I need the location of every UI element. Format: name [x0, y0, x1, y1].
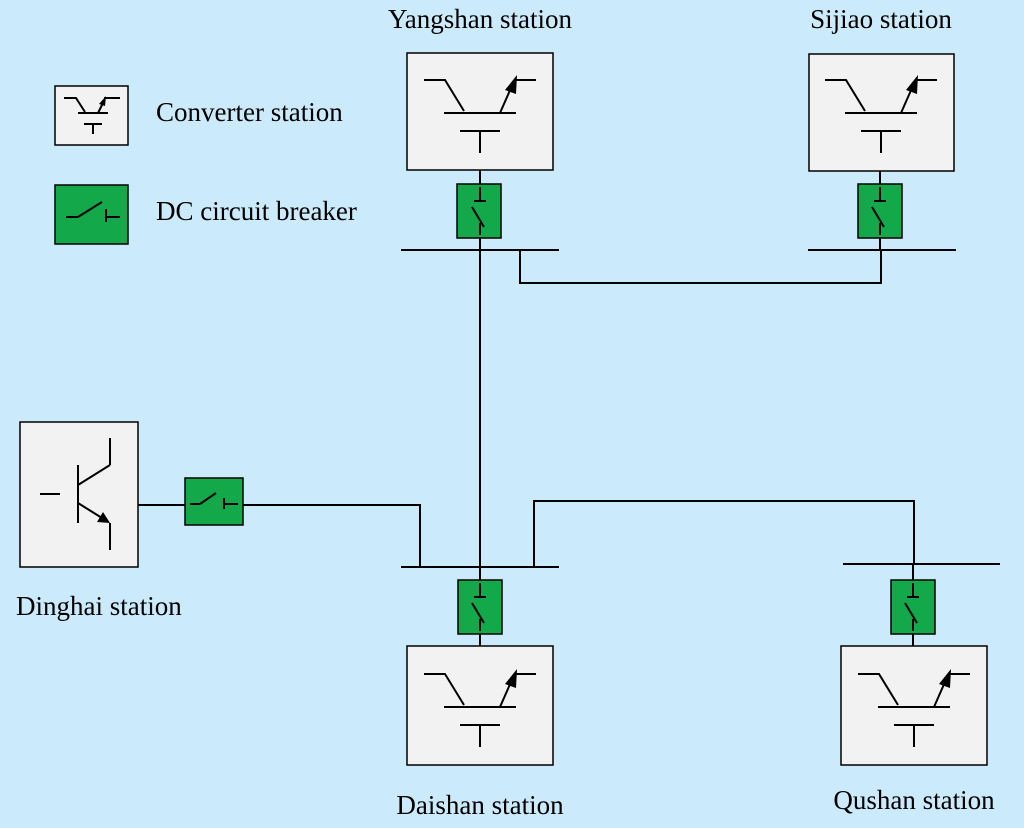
legend: Converter station DC circuit breaker [54, 85, 357, 245]
daishan-station: Daishan station [396, 645, 564, 820]
yangshan-label: Yangshan station [388, 4, 573, 34]
dinghai-transistor-icon [40, 438, 111, 550]
daishan-label: Daishan station [396, 790, 564, 820]
dinghai-label: Dinghai station [16, 591, 182, 621]
qushan-label: Qushan station [833, 785, 995, 815]
dinghai-station: Dinghai station [16, 421, 182, 621]
qushan-breaker [890, 579, 936, 635]
dc-buses [401, 249, 1000, 568]
sijiao-station: Sijiao station [808, 4, 955, 172]
dinghai-breaker [184, 477, 244, 526]
legend-breaker-label: DC circuit breaker [156, 196, 357, 226]
qushan-station: Qushan station [833, 645, 995, 815]
legend-converter-label: Converter station [156, 97, 343, 127]
sijiao-label: Sijiao station [810, 4, 952, 34]
legend-breaker-icon [54, 184, 129, 245]
legend-converter-icon [54, 85, 129, 146]
yangshan-breaker [456, 183, 502, 239]
yangshan-station: Yangshan station [388, 4, 573, 171]
daishan-breaker [457, 579, 503, 635]
connection-lines [138, 170, 915, 646]
sijiao-breaker [857, 183, 903, 239]
